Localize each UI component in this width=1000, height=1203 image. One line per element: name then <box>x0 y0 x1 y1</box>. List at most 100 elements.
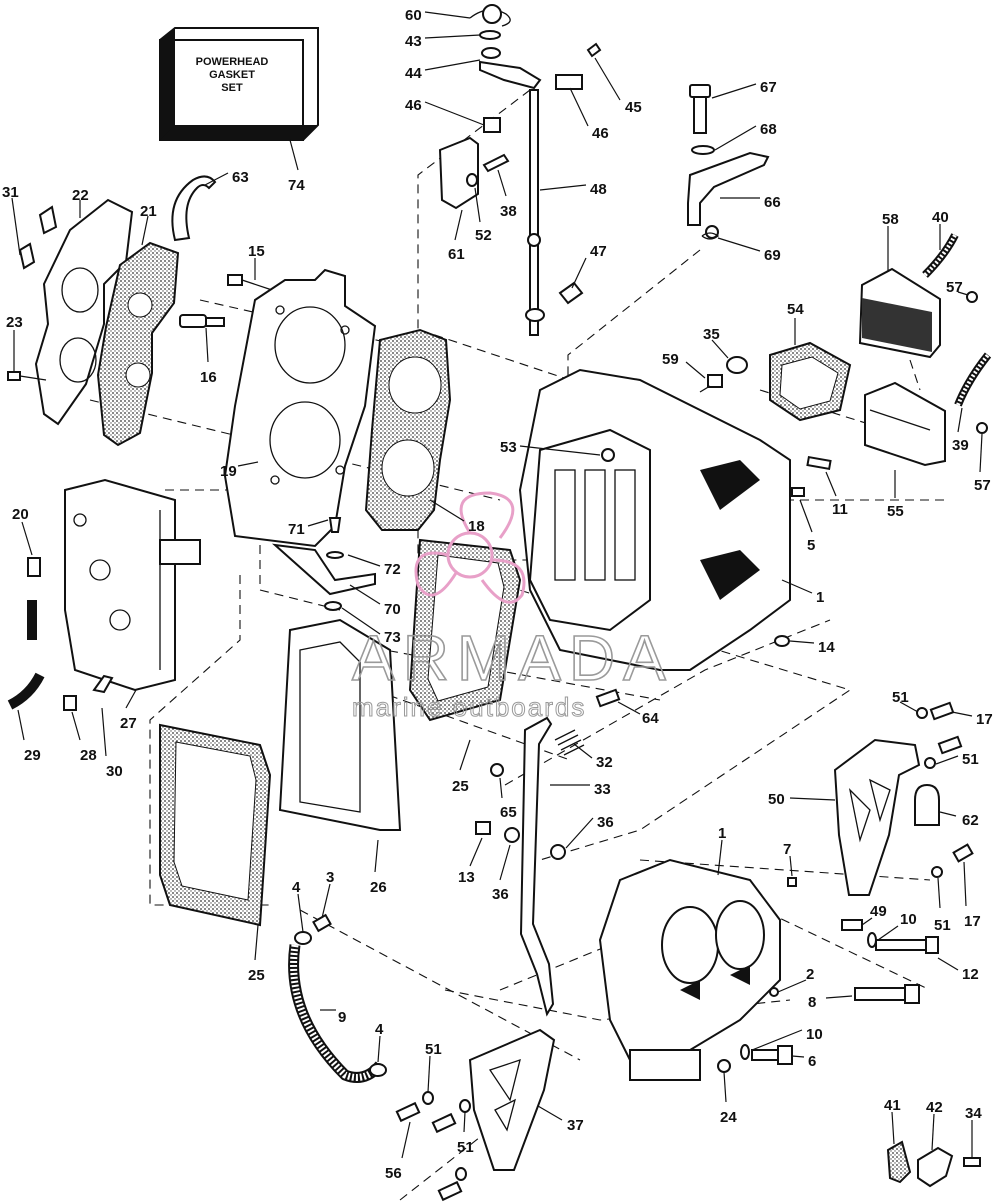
hose-39 <box>954 352 992 407</box>
callout-21: 21 <box>140 203 157 220</box>
callout-leader-49 <box>861 917 873 926</box>
callout-25: 25 <box>248 967 265 984</box>
box-label-line2: GASKET <box>209 69 255 81</box>
callout-leader-73 <box>341 607 381 635</box>
washer-10 <box>740 932 877 1060</box>
fitting-20 <box>27 557 41 577</box>
callout-leader-31 <box>11 197 21 256</box>
bolt-13 <box>475 821 491 835</box>
exhaust-gasket-21 <box>96 241 180 447</box>
bolt-17b <box>937 735 963 755</box>
callout-leader-27 <box>125 689 137 709</box>
cover-26 <box>278 618 402 831</box>
callout-leader-25 <box>459 739 471 771</box>
callout-71: 71 <box>288 521 305 538</box>
exhaust-cover-22 <box>18 198 134 426</box>
callout-leader-51 <box>463 1111 466 1133</box>
callout-17: 17 <box>976 711 993 728</box>
callout-leader-28 <box>71 711 81 741</box>
callout-leader-59 <box>685 361 706 379</box>
nut-24 <box>717 1059 731 1073</box>
bracket-37 <box>468 1028 556 1171</box>
box-label-line1: POWERHEAD <box>196 56 269 68</box>
callout-leader-29 <box>17 709 25 741</box>
pin-7 <box>787 877 797 887</box>
callout-60: 60 <box>405 7 422 24</box>
callout-38: 38 <box>500 203 517 220</box>
callout-49: 49 <box>870 903 887 920</box>
callout-57: 57 <box>974 477 991 494</box>
callout-62: 62 <box>962 812 979 829</box>
callout-29: 29 <box>24 747 41 764</box>
screen-41 <box>886 1140 912 1184</box>
callout-1: 1 <box>816 589 824 606</box>
callout-leader-5 <box>799 499 813 533</box>
callout-10: 10 <box>900 911 917 928</box>
callout-leader-4 <box>377 1035 381 1063</box>
bolt-57a <box>966 291 978 303</box>
fitting-35 <box>726 356 748 374</box>
lever-70 <box>271 517 376 611</box>
callout-54: 54 <box>787 301 804 318</box>
callout-40: 40 <box>932 209 949 226</box>
head-gasket-18 <box>364 328 452 531</box>
callout-leader-70 <box>349 584 381 605</box>
callout-26: 26 <box>370 879 387 896</box>
callout-37: 37 <box>567 1117 584 1134</box>
callout-12: 12 <box>962 966 979 983</box>
bolt-57b <box>976 422 988 434</box>
callout-51: 51 <box>892 689 909 706</box>
callout-52: 52 <box>475 227 492 244</box>
clamp-4a <box>294 931 312 945</box>
callout-leader-2 <box>777 979 807 993</box>
callout-65: 65 <box>500 804 517 821</box>
callout-3: 3 <box>326 869 334 886</box>
hose-29 <box>7 672 45 710</box>
dowel-2 <box>769 987 779 997</box>
callout-leader-63 <box>204 172 229 186</box>
callout-leader-68 <box>714 125 757 151</box>
callout-leader-47 <box>571 257 587 289</box>
box-label-line3: SET <box>221 82 243 94</box>
throttle-linkage-group <box>438 4 602 336</box>
callout-51: 51 <box>425 1041 442 1058</box>
callout-39: 39 <box>952 437 969 454</box>
bolt-28 <box>63 695 77 711</box>
callout-leader-51 <box>937 877 941 909</box>
callout-22: 22 <box>72 187 89 204</box>
callout-leader-1 <box>781 579 813 594</box>
callout-leader-13 <box>469 837 483 867</box>
hose-40 <box>922 233 959 278</box>
callout-69: 69 <box>764 247 781 264</box>
callout-leader-30 <box>101 707 107 757</box>
callout-31: 31 <box>2 184 19 201</box>
watermark: ARMADA marine outboards <box>351 491 667 723</box>
callout-25: 25 <box>452 778 469 795</box>
callout-leader-60 <box>424 11 471 19</box>
fitting-3 <box>312 913 332 933</box>
callout-leader-45 <box>594 57 621 101</box>
watermark-subtitle: marine outboards <box>352 692 586 722</box>
clamp-4b <box>369 1063 387 1077</box>
callout-15: 15 <box>248 243 265 260</box>
callout-leader-51 <box>427 1055 431 1093</box>
bolt-59 <box>699 374 723 393</box>
gasket-25-upper <box>408 538 522 722</box>
callout-leader-38 <box>497 169 507 197</box>
callout-56: 56 <box>385 1165 402 1182</box>
callout-64: 64 <box>642 710 659 727</box>
callout-leader-52 <box>474 187 481 223</box>
callout-46: 46 <box>405 97 422 114</box>
clip-30 <box>92 674 114 694</box>
callout-48: 48 <box>590 181 607 198</box>
callout-34: 34 <box>965 1105 982 1122</box>
callout-59: 59 <box>662 351 679 368</box>
callout-53: 53 <box>500 439 517 456</box>
callout-leader-56 <box>401 1121 411 1159</box>
callout-28: 28 <box>80 747 97 764</box>
callout-51: 51 <box>934 917 951 934</box>
callout-leader-32 <box>573 743 593 759</box>
callout-leader-64 <box>617 701 641 715</box>
cover-55 <box>864 381 946 467</box>
callout-2: 2 <box>806 966 814 983</box>
